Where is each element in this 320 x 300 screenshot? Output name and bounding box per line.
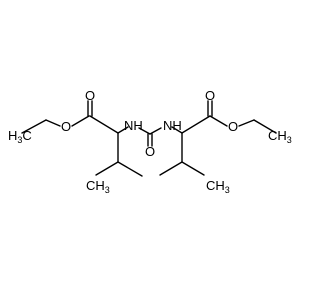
bond [117, 161, 143, 177]
bond [149, 127, 162, 135]
bond [89, 115, 119, 134]
bond-lines [21, 100, 277, 177]
atom-label-left-ester-oxygen: O [61, 119, 71, 134]
bond [171, 126, 183, 134]
bond [71, 115, 90, 127]
bond [159, 161, 183, 176]
atom-label-left-carbonyl-oxygen: O [85, 88, 95, 103]
bond [238, 119, 255, 127]
bond [117, 126, 129, 134]
bond [21, 119, 47, 134]
atom-label-right-ethyl-methyl: CH3 [268, 128, 292, 145]
atom-label-right-nh: NH [163, 118, 182, 133]
atom-label-right-ester-oxygen: O [228, 119, 238, 134]
bond [253, 119, 277, 134]
atom-label-right-carbonyl-oxygen: O [205, 88, 215, 103]
atom-labels: H3C O O NH NH O O O CH3 CH3 CH3 [8, 88, 292, 195]
bond [181, 115, 211, 134]
atom-label-left-isobutyl-methyl: CH3 [86, 178, 110, 195]
bond [95, 161, 119, 176]
bond [45, 119, 61, 127]
atom-label-urea-oxygen: O [145, 144, 155, 159]
atom-label-left-ethyl-methyl: H3C [8, 128, 32, 145]
bond [181, 161, 205, 176]
bond [209, 115, 228, 127]
chemical-structure-diagram: H3C O O NH NH O O O CH3 CH3 CH3 [8, 88, 292, 195]
bond [138, 127, 151, 135]
atom-label-right-isobutyl-methyl: CH3 [206, 178, 230, 195]
atom-label-left-nh: NH [124, 118, 143, 133]
